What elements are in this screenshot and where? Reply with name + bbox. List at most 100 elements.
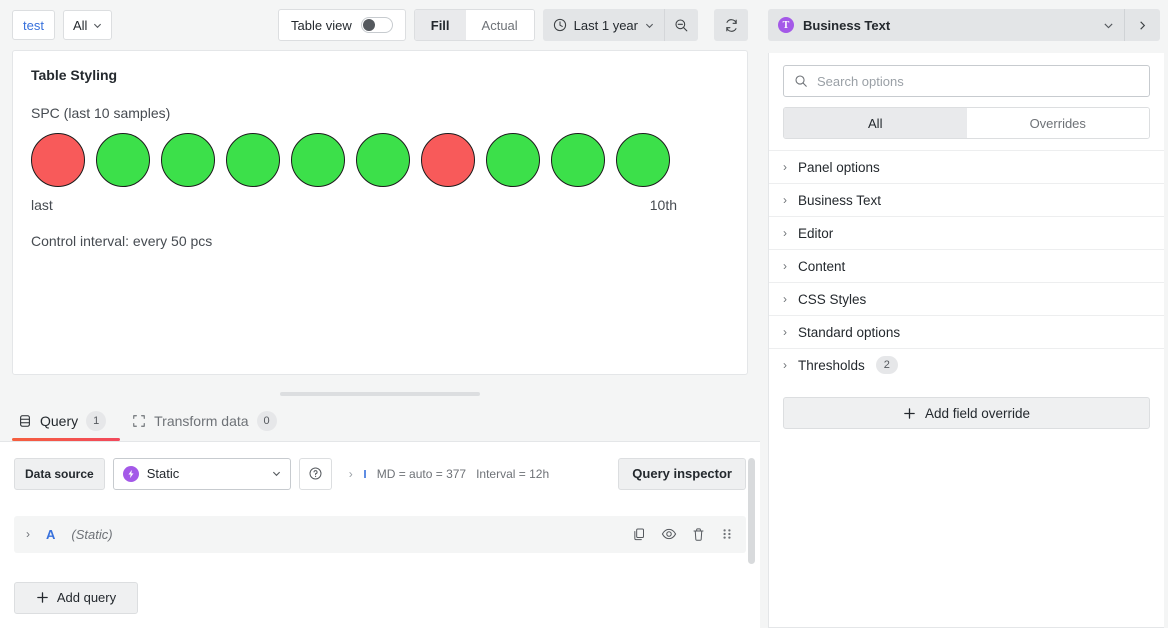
spc-sample-8 (486, 133, 540, 187)
clock-icon (553, 18, 567, 32)
spc-sample-7 (421, 133, 475, 187)
option-category-badge: 2 (875, 356, 898, 374)
spc-sample-4 (226, 133, 280, 187)
static-datasource-icon (122, 465, 139, 482)
spc-sample-6 (356, 133, 410, 187)
search-placeholder: Search options (817, 73, 904, 89)
option-category-business-text[interactable]: › Business Text (769, 183, 1164, 216)
spc-sample-2 (96, 133, 150, 187)
option-category-standard-options[interactable]: ›Standard options (769, 315, 1164, 348)
drag-handle-icon[interactable] (720, 527, 734, 541)
spc-sample-row (31, 133, 729, 187)
zoom-out-icon[interactable] (664, 9, 698, 41)
axis-label-left: last (31, 197, 53, 213)
options-sidebar: T Business Text Search options (760, 0, 1168, 628)
visualization-preview-wrap: Table Styling SPC (last 10 samples) last… (0, 50, 760, 388)
query-row-actions (632, 526, 734, 542)
help-circle-icon[interactable] (298, 457, 332, 490)
collapse-options-pane-button[interactable] (1124, 9, 1160, 41)
trash-icon[interactable] (691, 527, 706, 542)
fill-actual-segment-group: Fill Actual (413, 9, 535, 41)
add-query-button[interactable]: Add query (14, 581, 138, 614)
query-options-summary[interactable]: › MD = auto = 377 Interval = 12h (340, 458, 558, 490)
segment-actual[interactable]: Actual (465, 10, 534, 40)
variable-label-text: test (23, 17, 44, 33)
plus-icon (903, 407, 916, 420)
query-refid-label: A (46, 526, 56, 542)
time-picker-group: Last 1 year (542, 9, 698, 41)
data-source-label: Data source (14, 457, 105, 490)
variable-dropdown-value: All (72, 17, 88, 33)
control-interval-text: Control interval: every 50 pcs (31, 233, 213, 249)
chevron-right-icon: › (348, 466, 353, 481)
option-category-panel-options[interactable]: ›Panel options (769, 150, 1164, 183)
chevron-right-icon: › (783, 226, 787, 240)
visualization-picker[interactable]: T Business Text (768, 9, 1160, 41)
options-pane: Search options All Overrides ›Panel opti… (768, 53, 1164, 628)
tab-transform-data[interactable]: Transform data 0 (126, 402, 290, 441)
option-category-label: CSS Styles (798, 291, 867, 307)
query-count-badge: 1 (86, 411, 107, 432)
chevron-right-icon[interactable]: › (26, 527, 30, 542)
visualization-panel: Table Styling SPC (last 10 samples) last… (12, 50, 748, 375)
option-category-label: Standard options (798, 324, 901, 340)
top-toolbar: test All Table view Fill Actual (0, 0, 760, 50)
query-editor-body: Data source Static › (0, 440, 760, 628)
options-category-list: ›Panel options›Business Text›Editor›Cont… (769, 150, 1164, 381)
option-category-label: Thresholds (798, 357, 865, 373)
query-pane-scrollbar[interactable] (748, 457, 755, 564)
tab-query[interactable]: Query 1 (12, 402, 121, 441)
variable-label-test: test (12, 10, 55, 40)
transform-count-badge: 0 (256, 411, 277, 432)
option-category-css-styles[interactable]: › CSS Styles (769, 282, 1164, 315)
time-range-picker[interactable]: Last 1 year (542, 9, 664, 41)
copy-icon[interactable] (632, 527, 647, 542)
add-query-label: Add query (56, 590, 117, 606)
panel-resize-handle[interactable] (0, 388, 760, 401)
option-category-content[interactable]: › Content (769, 249, 1164, 282)
segment-fill[interactable]: Fill (414, 10, 466, 40)
add-field-override-wrap: Add field override (769, 381, 1164, 429)
query-options-marker-icon (363, 468, 367, 480)
add-field-override-label: Add field override (924, 405, 1031, 421)
refresh-icon[interactable] (714, 9, 748, 41)
tab-query-label: Query (40, 413, 79, 430)
switch-knob (362, 19, 375, 31)
search-input[interactable]: Search options (783, 65, 1150, 97)
spc-sample-10 (616, 133, 670, 187)
chevron-right-icon: › (783, 259, 787, 273)
query-transform-tabs: Query 1 Transform data 0 (0, 400, 760, 441)
query-inspector-button[interactable]: Query inspector (618, 457, 746, 490)
spc-axis-row: last 10th (31, 197, 677, 213)
resize-handle-bar (280, 392, 480, 397)
visualization-name: Business Text (803, 17, 891, 33)
chevron-right-icon: › (783, 193, 787, 207)
tab-overrides[interactable]: Overrides (966, 108, 1149, 138)
search-icon (794, 74, 808, 88)
table-view-toggle[interactable]: Table view (278, 9, 406, 41)
query-options-interval: Interval = 12h (476, 466, 550, 481)
chevron-right-icon: › (783, 160, 787, 174)
option-category-thresholds[interactable]: › Thresholds 2 (769, 348, 1164, 381)
tab-transform-label: Transform data (154, 413, 249, 430)
tab-all[interactable]: All (784, 108, 967, 138)
spc-sample-9 (551, 133, 605, 187)
eye-icon[interactable] (661, 526, 677, 542)
chevron-right-icon: › (783, 292, 787, 306)
option-category-editor[interactable]: › Editor (769, 216, 1164, 249)
data-source-value: Static (146, 466, 180, 482)
option-category-label: Editor (798, 225, 834, 241)
plus-icon (36, 591, 49, 604)
option-category-label: Business Text (798, 192, 882, 208)
table-row[interactable]: › A (Static) (14, 515, 746, 553)
data-source-row: Data source Static › (14, 457, 746, 490)
option-category-label: Content (798, 258, 846, 274)
data-source-select[interactable]: Static (112, 457, 291, 490)
visualization-picker-main[interactable]: T Business Text (768, 9, 1124, 41)
spc-sample-5 (291, 133, 345, 187)
add-field-override-button[interactable]: Add field override (783, 397, 1150, 429)
chevron-right-icon: › (783, 358, 787, 372)
table-view-switch[interactable] (360, 17, 393, 33)
variable-dropdown-all[interactable]: All (62, 10, 113, 40)
